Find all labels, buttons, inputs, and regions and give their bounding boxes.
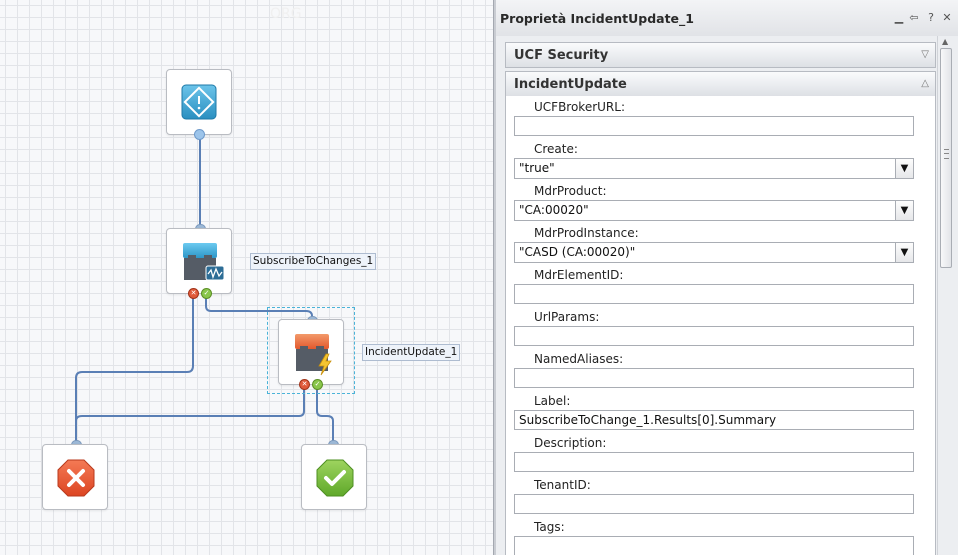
properties-scrollbar[interactable]: ▲: [937, 36, 954, 555]
selection-outline: [267, 307, 355, 394]
create-label: Create:: [534, 142, 578, 156]
section-title: IncidentUpdate: [514, 77, 627, 92]
tenant-id-label: TenantID:: [534, 478, 591, 492]
panel-splitter[interactable]: [493, 0, 496, 555]
tags-label: Tags:: [534, 520, 565, 534]
subscribe-success-port[interactable]: ✓: [201, 288, 212, 299]
dropdown-arrow-icon[interactable]: ▼: [895, 201, 913, 220]
scroll-up-icon[interactable]: ▲: [942, 37, 949, 46]
wire-subscribe-to-incident: [205, 298, 313, 319]
mdr-product-value: "CA:00020": [519, 203, 589, 217]
mdr-product-label: MdrProduct:: [534, 184, 607, 198]
incident-operator-icon: [295, 334, 332, 376]
close-icon[interactable]: ✕: [942, 11, 952, 24]
subscribe-node[interactable]: [166, 228, 232, 294]
minimize-icon[interactable]: ▁: [894, 11, 904, 24]
subscribe-operator-icon: [183, 243, 225, 281]
wire-incident-to-fail: [75, 388, 305, 442]
grip-icon: [944, 149, 949, 159]
scrollbar-thumb[interactable]: [940, 48, 952, 268]
url-params-input[interactable]: [514, 326, 914, 346]
incident-node[interactable]: [278, 319, 344, 385]
tags-input[interactable]: [514, 536, 914, 555]
pin-icon[interactable]: ⇦: [909, 11, 919, 24]
create-select[interactable]: "true" ▼: [514, 158, 914, 179]
subscribe-error-port[interactable]: ✕: [188, 288, 199, 299]
dropdown-arrow-icon[interactable]: ▼: [895, 243, 913, 262]
mdr-prod-instance-value: "CASD (CA:00020)": [519, 245, 636, 259]
stop-error-icon: [57, 459, 95, 497]
description-input[interactable]: [514, 452, 914, 472]
wire-subscribe-to-fail: [75, 298, 194, 442]
ucf-broker-url-label: UCFBrokerURL:: [534, 100, 625, 114]
named-aliases-input[interactable]: [514, 368, 914, 388]
named-aliases-label: NamedAliases:: [534, 352, 624, 366]
incident-update-properties: UCFBrokerURL: Create: "true" ▼ MdrProduc…: [505, 96, 936, 555]
subscribe-node-label[interactable]: SubscribeToChanges_1: [250, 253, 377, 270]
section-incident-update[interactable]: IncidentUpdate △: [505, 71, 936, 97]
label-input[interactable]: SubscribeToChange_1.Results[0].Summary: [514, 410, 914, 430]
tenant-id-input[interactable]: [514, 494, 914, 514]
start-output-port[interactable]: [194, 129, 205, 140]
properties-scroll-area[interactable]: UCF Security ▽ IncidentUpdate △ UCFBroke…: [505, 36, 936, 555]
workflow-canvas[interactable]: ORG: [0, 0, 493, 555]
section-ucf-security[interactable]: UCF Security ▽: [505, 42, 936, 68]
mdr-element-id-input[interactable]: [514, 284, 914, 304]
incident-error-port[interactable]: ✕: [299, 379, 310, 390]
mdr-prod-instance-label: MdrProdInstance:: [534, 226, 639, 240]
properties-panel: Proprietà IncidentUpdate_1 ▁ ⇦ ? ✕ UCF S…: [496, 0, 958, 555]
url-params-label: UrlParams:: [534, 310, 600, 324]
start-icon: [181, 84, 217, 120]
ucf-broker-url-input[interactable]: [514, 116, 914, 136]
help-icon[interactable]: ?: [928, 11, 934, 24]
canvas-title: ORG: [270, 6, 302, 22]
panel-header: Proprietà IncidentUpdate_1 ▁ ⇦ ? ✕: [496, 0, 958, 36]
mdr-prod-instance-select[interactable]: "CASD (CA:00020)" ▼: [514, 242, 914, 263]
label-label: Label:: [534, 394, 571, 408]
chevron-up-icon: △: [921, 78, 929, 89]
success-node[interactable]: [301, 444, 367, 510]
section-title: UCF Security: [514, 48, 609, 63]
chevron-down-icon: ▽: [921, 49, 929, 60]
mdr-element-id-label: MdrElementID:: [534, 268, 624, 282]
dropdown-arrow-icon[interactable]: ▼: [895, 159, 913, 178]
fail-node[interactable]: [42, 444, 108, 510]
mdr-product-select[interactable]: "CA:00020" ▼: [514, 200, 914, 221]
description-label: Description:: [534, 436, 607, 450]
wire-incident-to-success: [316, 388, 334, 442]
start-node[interactable]: [166, 69, 232, 135]
create-value: "true": [519, 161, 555, 175]
success-check-icon: [316, 459, 354, 497]
connector-wires: [75, 139, 334, 442]
incident-node-label[interactable]: IncidentUpdate_1: [362, 344, 461, 361]
panel-title: Proprietà IncidentUpdate_1: [500, 11, 694, 26]
incident-success-port[interactable]: ✓: [312, 379, 323, 390]
